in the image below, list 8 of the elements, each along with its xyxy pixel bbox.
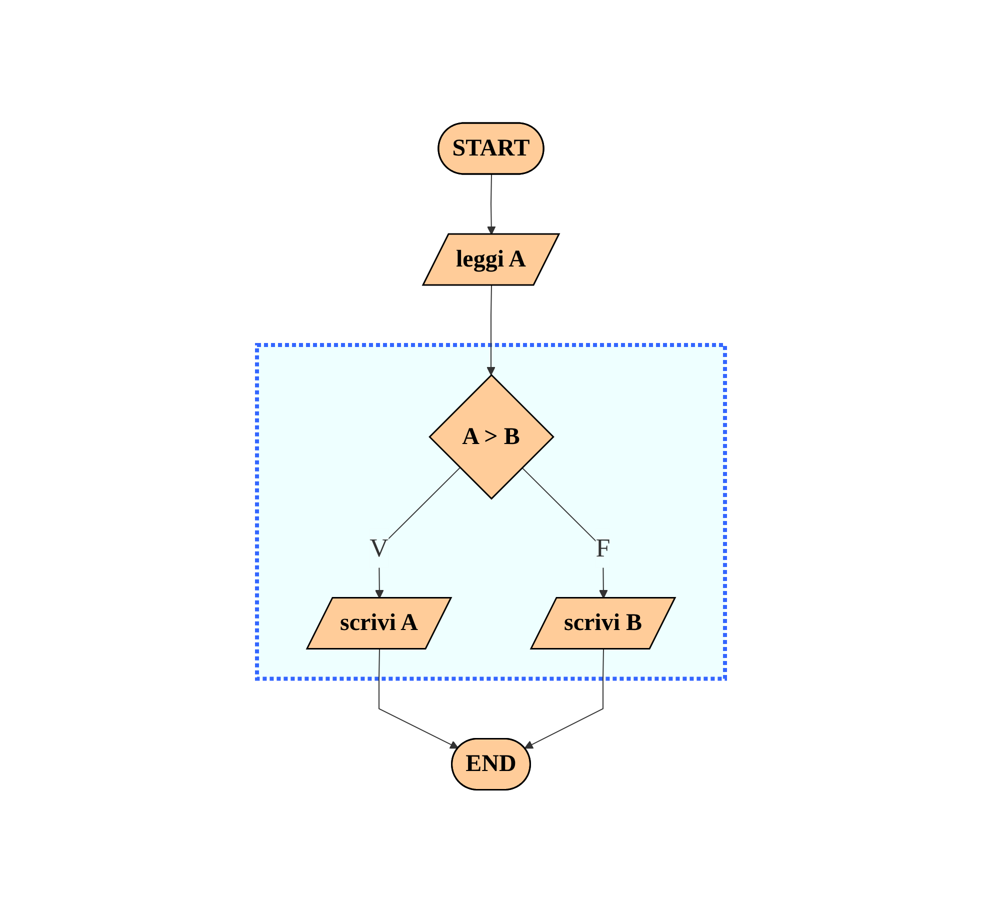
arrow — [486, 284, 495, 376]
arrow — [524, 648, 604, 748]
edge-label: V — [369, 533, 388, 562]
edge-label: F — [595, 533, 610, 562]
cluster — [254, 342, 726, 680]
arrow — [378, 648, 458, 748]
arrow — [486, 174, 496, 235]
node-diamond: A > B — [428, 374, 554, 500]
